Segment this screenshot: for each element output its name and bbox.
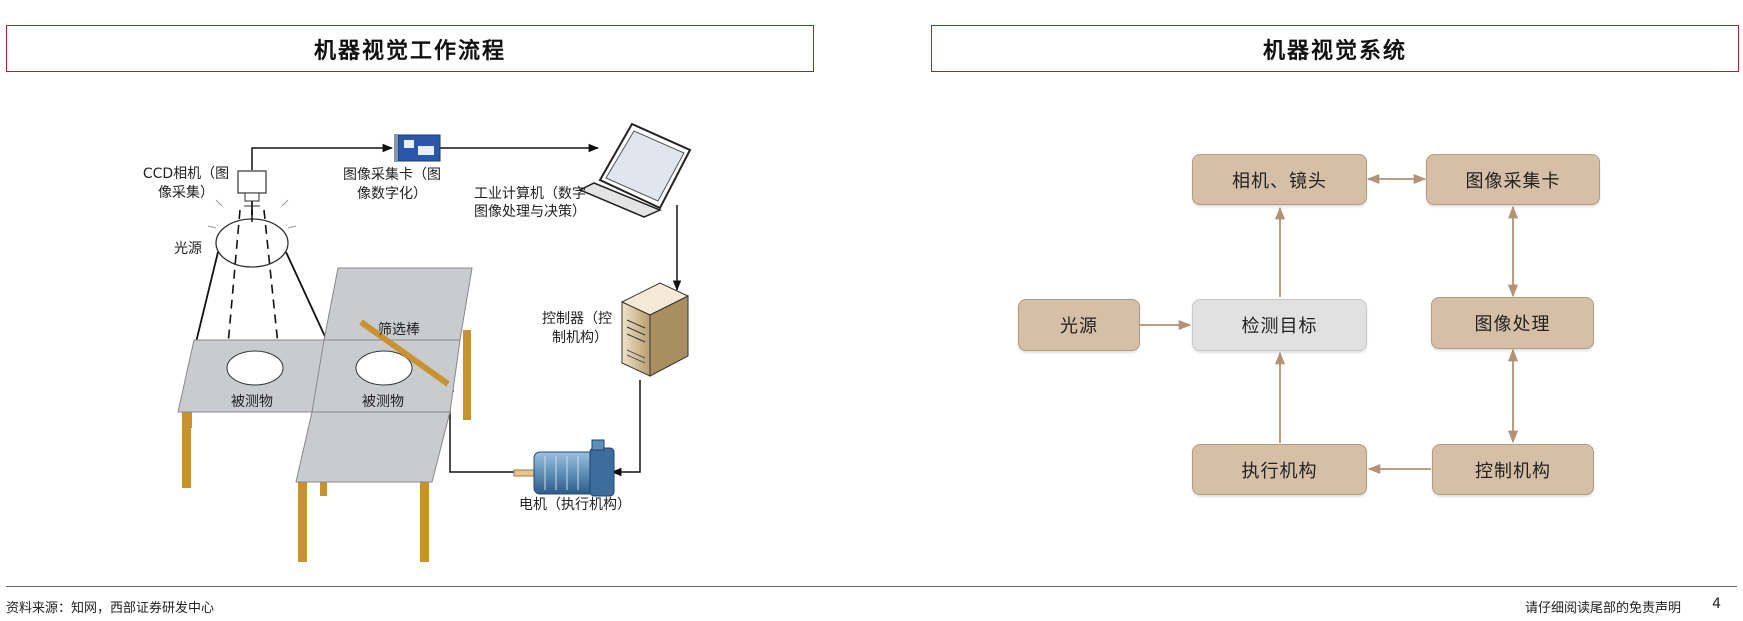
node-image-processing: 图像处理 (1431, 297, 1594, 349)
label-ccd-camera-line2: 像采集） (158, 184, 214, 201)
node-capture-card: 图像采集卡 (1426, 154, 1600, 205)
label-computer-line2: 图像处理与决策） (474, 203, 586, 220)
node-control-mechanism: 控制机构 (1432, 444, 1594, 495)
label-controller-line1: 控制器（控 (542, 311, 612, 327)
source-note: 资料来源：知网，西部证券研发中心 (6, 601, 215, 616)
workflow-labels: CCD相机（图 像采集） 图像采集卡（图 像数字化） 工业计算机（数字 图像处理… (143, 166, 631, 513)
node-light-source: 光源 (1018, 299, 1140, 351)
label-sieve-rod: 筛选棒 (378, 322, 420, 338)
system-title: 机器视觉系统 (931, 25, 1739, 72)
node-actuator: 执行机构 (1192, 444, 1367, 495)
disclaimer-note: 请仔细阅读尾部的免责声明 (1524, 601, 1681, 616)
label-motor: 电机（执行机构） (519, 497, 631, 513)
label-object-right: 被测物 (362, 394, 404, 410)
label-ccd-camera-line1: CCD相机（图 (143, 166, 229, 182)
capture-card-icon (394, 134, 441, 162)
laptop-icon (578, 122, 692, 218)
inspection-table-right (295, 267, 473, 562)
light-source-icon (179, 199, 329, 409)
node-camera-lens: 相机、镜头 (1192, 154, 1367, 205)
label-computer-line1: 工业计算机（数字 (474, 186, 586, 202)
footer-divider (6, 586, 1737, 587)
page-number: 4 (1712, 596, 1721, 612)
workflow-title: 机器视觉工作流程 (6, 25, 814, 72)
motor-icon (513, 439, 615, 497)
label-object-left: 被测物 (231, 394, 273, 410)
ccd-camera-icon (237, 170, 267, 215)
label-controller-line2: 制机构） (552, 330, 608, 346)
label-capture-card-line1: 图像采集卡（图 (343, 166, 441, 183)
label-light-source: 光源 (174, 241, 202, 257)
controller-tower-icon (620, 282, 690, 377)
inspection-table-left (177, 339, 331, 488)
workflow-illustration: CCD相机（图 像采集） 图像采集卡（图 像数字化） 工业计算机（数字 图像处理… (143, 122, 692, 562)
node-inspection-target: 检测目标 (1192, 299, 1367, 351)
label-capture-card-line2: 像数字化） (357, 186, 427, 202)
